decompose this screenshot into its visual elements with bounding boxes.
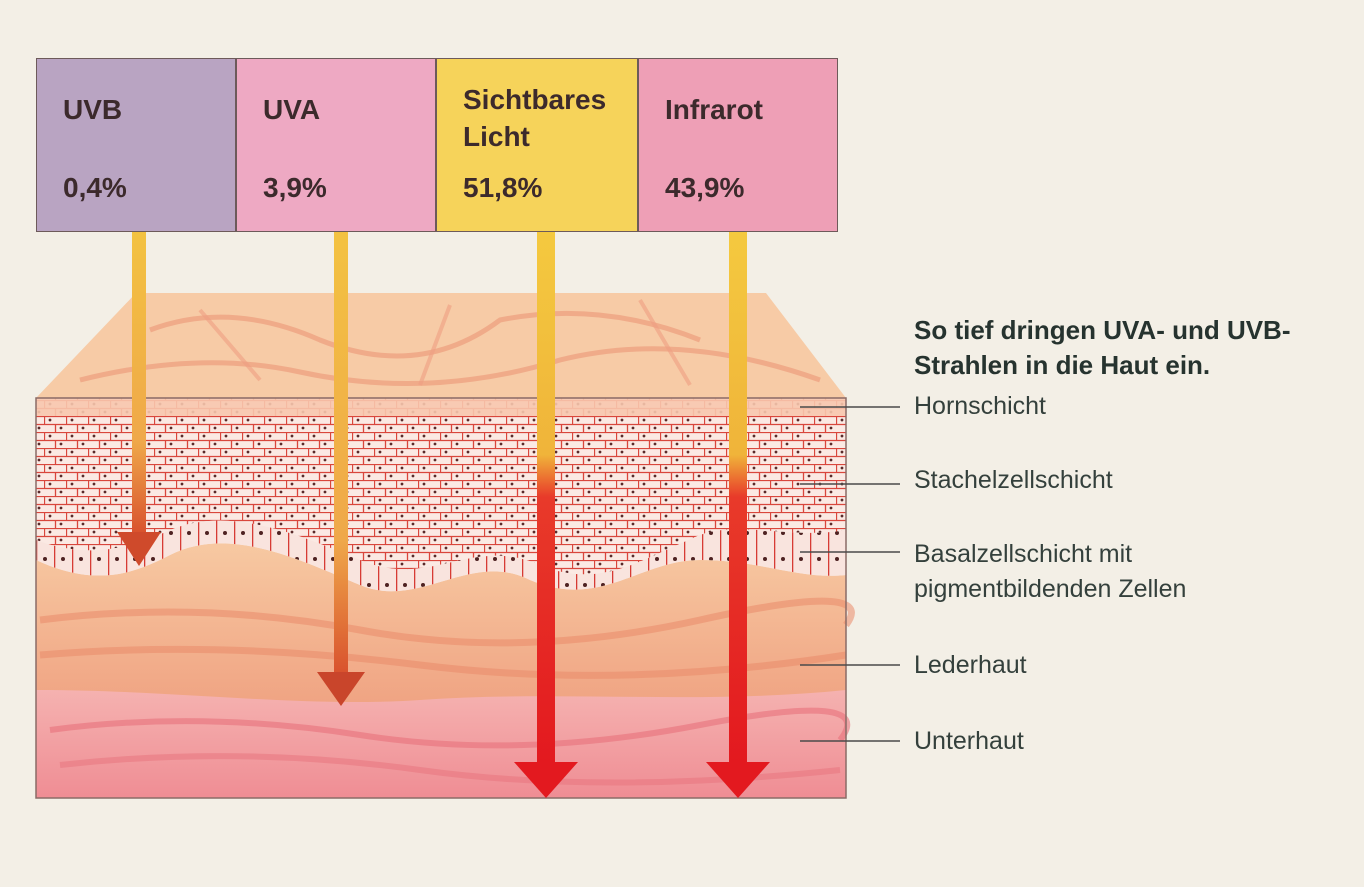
uva-percent: 3,9% (263, 169, 327, 206)
diagram-title: So tief dringen UVA- und UVB-Strahlen in… (914, 313, 1354, 383)
uvb-percent: 0,4% (63, 169, 127, 206)
uvb-box: UVB 0,4% (36, 58, 236, 232)
visible-light-label: Sichtbares Licht (463, 81, 637, 155)
infrared-percent: 43,9% (665, 169, 744, 206)
uva-box: UVA 3,9% (236, 58, 436, 232)
uva-label: UVA (263, 91, 435, 128)
uvb-label: UVB (63, 91, 235, 128)
layer-label-unterhaut: Unterhaut (914, 724, 1024, 759)
layer-label-stachelzellschicht: Stachelzellschicht (914, 463, 1113, 498)
skin-surface (36, 293, 846, 398)
layer-label-hornschicht: Hornschicht (914, 389, 1046, 424)
layer-label-basalzellschicht: Basalzellschicht mit pigmentbildenden Ze… (914, 537, 1186, 607)
layer-label-lederhaut: Lederhaut (914, 648, 1027, 683)
visible-light-box: Sichtbares Licht 51,8% (436, 58, 638, 232)
infrared-label: Infrarot (665, 91, 837, 128)
infrared-box: Infrarot 43,9% (638, 58, 838, 232)
visible-light-percent: 51,8% (463, 169, 542, 206)
